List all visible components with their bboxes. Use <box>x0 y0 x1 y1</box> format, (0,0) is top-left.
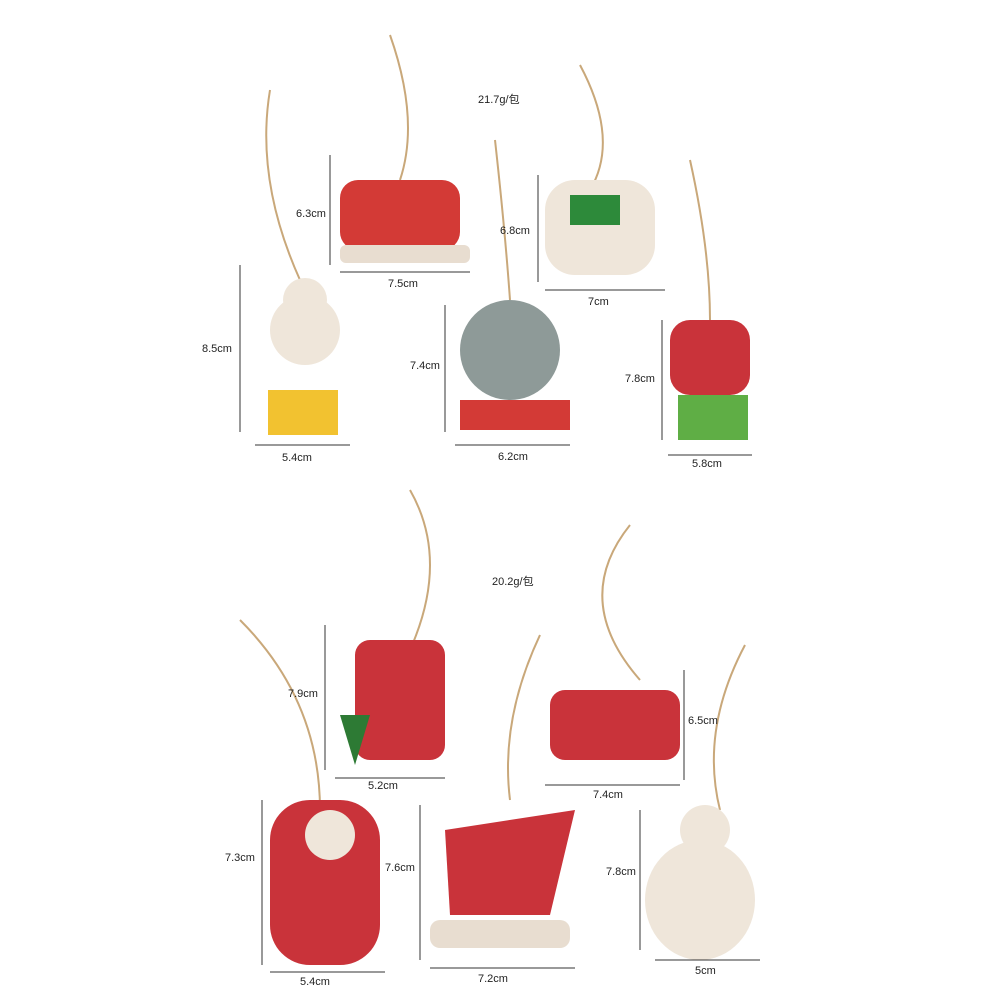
ornaments <box>268 180 755 965</box>
snowman-tree-height: 7.8cm <box>606 866 636 878</box>
sleigh-gifts-width: 7.2cm <box>478 973 508 985</box>
sleigh-width: 7.5cm <box>388 278 418 290</box>
snowman-tree-width: 5cm <box>695 965 716 977</box>
reindeer-height: 7.4cm <box>410 360 440 372</box>
reindeer-standing-height: 6.5cm <box>688 715 718 727</box>
strings <box>239 34 746 811</box>
sleigh-gifts-height: 7.6cm <box>385 862 415 874</box>
dimension-lines <box>239 155 760 973</box>
set1-weight: 21.7g/包 <box>478 94 520 106</box>
horse-height: 6.8cm <box>500 225 530 237</box>
snowman-width: 5.4cm <box>282 452 312 464</box>
santa-bag-width: 5.4cm <box>300 976 330 988</box>
santa-bag-height: 7.3cm <box>225 852 255 864</box>
set2-weight: 20.2g/包 <box>492 576 534 588</box>
reindeer-trees-width: 5.2cm <box>368 780 398 792</box>
santa-height: 7.8cm <box>625 373 655 385</box>
reindeer-standing-width: 7.4cm <box>593 789 623 801</box>
reindeer-width: 6.2cm <box>498 451 528 463</box>
snowman-height: 8.5cm <box>202 343 232 355</box>
reindeer-trees-height: 7.9cm <box>288 688 318 700</box>
horse-width: 7cm <box>588 296 609 308</box>
sleigh-height: 6.3cm <box>296 208 326 220</box>
santa-width: 5.8cm <box>692 458 722 470</box>
